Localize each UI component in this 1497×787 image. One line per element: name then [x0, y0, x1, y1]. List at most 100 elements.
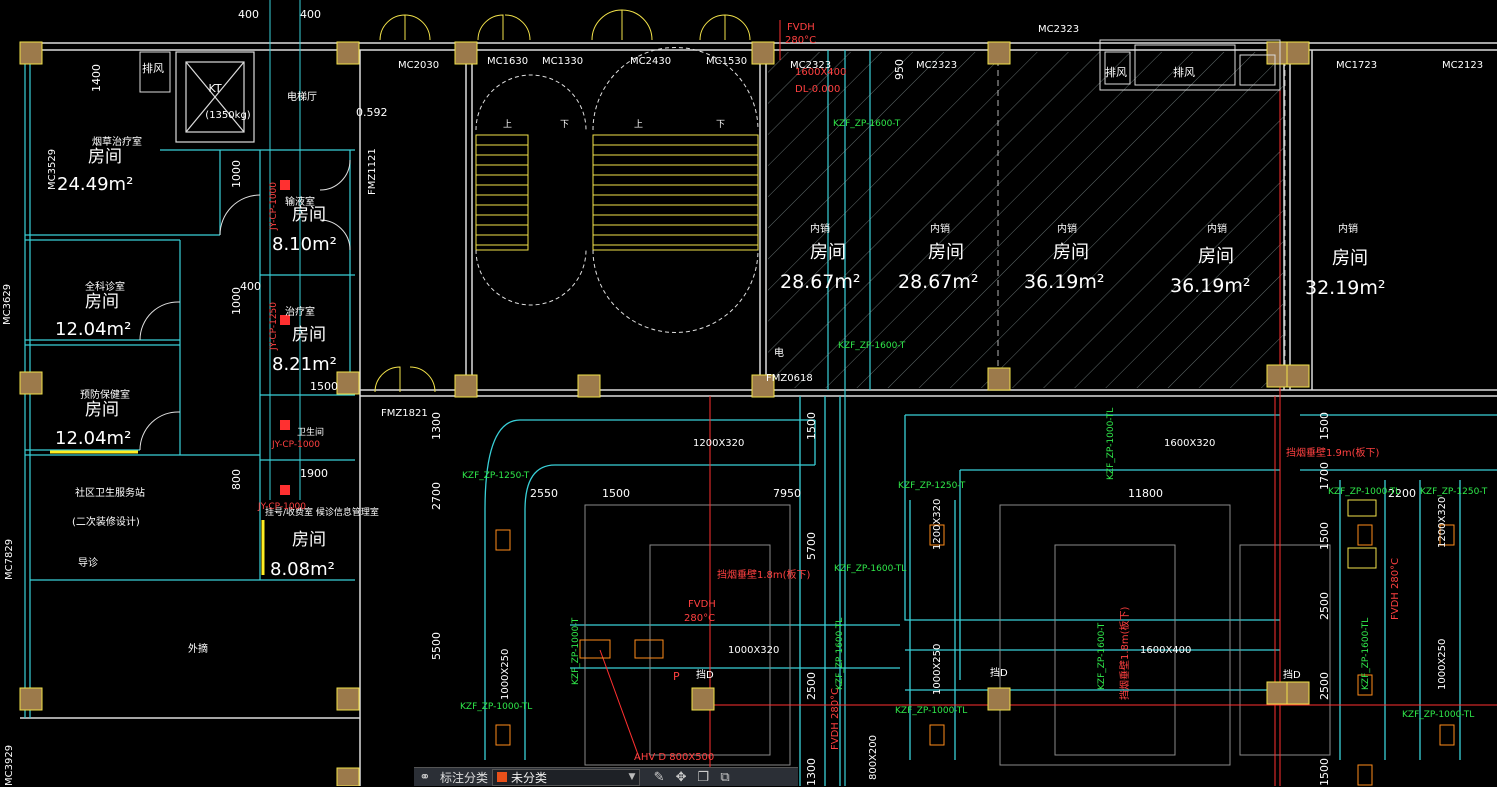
svg-text:MC1330: MC1330	[542, 56, 583, 67]
svg-text:KZF_ZP-1250-T: KZF_ZP-1250-T	[1420, 487, 1488, 497]
svg-text:(1350kg): (1350kg)	[205, 110, 250, 121]
svg-text:房间: 房间	[85, 292, 119, 312]
svg-text:1200X320: 1200X320	[693, 438, 744, 449]
svg-text:KZF_ZP-1000-T: KZF_ZP-1000-T	[571, 617, 581, 685]
shaft-lines	[269, 0, 301, 500]
structural-columns	[19, 41, 1310, 786]
svg-text:KZF_ZP-1000-TL: KZF_ZP-1000-TL	[1402, 710, 1474, 720]
svg-text:房间: 房间	[1053, 242, 1089, 263]
svg-text:社区卫生服务站: 社区卫生服务站	[75, 486, 145, 499]
stair-treads	[475, 134, 759, 251]
svg-text:MC2323: MC2323	[790, 60, 831, 71]
svg-text:房间: 房间	[88, 147, 122, 167]
dim-label: 2500	[805, 672, 818, 700]
svg-text:1600X400: 1600X400	[1140, 645, 1191, 656]
dim-label: 2200	[1388, 487, 1416, 500]
dim-label: 1400	[90, 64, 103, 92]
dim-label: 2500	[1318, 672, 1331, 700]
layers-icon[interactable]: ⚭	[419, 769, 431, 785]
dim-label: 1500	[1318, 412, 1331, 440]
copy-icon[interactable]: ❐	[697, 769, 709, 785]
svg-text:挡烟垂壁1.9m(板下): 挡烟垂壁1.9m(板下)	[1286, 446, 1380, 459]
svg-text:MC2430: MC2430	[630, 56, 671, 67]
svg-text:内销: 内销	[1338, 222, 1358, 235]
svg-text:KZF_ZP-1600-TL: KZF_ZP-1600-TL	[834, 564, 906, 574]
svg-text:FMZ1821: FMZ1821	[381, 408, 428, 419]
svg-text:8.21m²: 8.21m²	[272, 354, 337, 375]
dim-label: 400	[238, 8, 259, 21]
hatched-region	[768, 52, 1284, 388]
dim-label: 400	[300, 8, 321, 21]
svg-text:导诊: 导诊	[78, 556, 98, 569]
svg-text:KZF_ZP-1600-T: KZF_ZP-1600-T	[1097, 622, 1107, 690]
svg-text:1000X320: 1000X320	[728, 645, 779, 656]
elevation-label: 0.592	[356, 106, 388, 119]
vertical-dimensions: 1400 1000 1000 800 950 1300 2700 5500 15…	[90, 59, 1331, 786]
move-icon[interactable]: ✥	[675, 769, 687, 785]
edit-icon[interactable]: ✎	[653, 769, 665, 785]
svg-text:外摘: 外摘	[188, 642, 208, 655]
svg-text:KZF_ZP-1000-TL: KZF_ZP-1000-TL	[460, 702, 532, 712]
svg-text:MC2030: MC2030	[398, 60, 439, 71]
svg-text:12.04m²: 12.04m²	[55, 319, 131, 340]
svg-text:32.19m²: 32.19m²	[1305, 277, 1386, 299]
svg-text:MC3929: MC3929	[4, 745, 15, 786]
fan-boxes	[139, 39, 1281, 93]
svg-text:挡D: 挡D	[990, 666, 1008, 679]
svg-text:KT: KT	[208, 82, 221, 95]
duct-outlets	[495, 524, 1455, 786]
svg-text:KZF_ZP-1000-TL: KZF_ZP-1000-TL	[1106, 408, 1116, 480]
svg-text:1000X250: 1000X250	[932, 644, 943, 695]
dim-label: 800	[230, 469, 243, 490]
svg-text:房间: 房间	[85, 400, 119, 420]
svg-text:1200X320: 1200X320	[932, 499, 943, 550]
svg-text:排风: 排风	[1173, 65, 1195, 79]
svg-text:挡烟垂壁1.8m(板下): 挡烟垂壁1.8m(板下)	[1118, 606, 1131, 700]
dim-label: 1000	[230, 287, 243, 315]
svg-text:输液室: 输液室	[285, 195, 315, 208]
svg-text:DL-0.000: DL-0.000	[795, 84, 840, 95]
shaft-markers	[280, 180, 290, 495]
svg-text:P: P	[673, 670, 680, 683]
svg-text:内销: 内销	[1057, 222, 1077, 235]
stack-icon[interactable]: ⧉	[720, 769, 730, 785]
svg-text:房间: 房间	[1332, 248, 1368, 269]
svg-text:8.10m²: 8.10m²	[272, 234, 337, 255]
red-lines	[599, 20, 1497, 786]
toolbar-label: 标注分类	[440, 770, 489, 785]
shaft-tags: JY-CP-1000 JY-CP-1250 JY-CP-1000 JY-CP-1…	[257, 182, 320, 512]
svg-text:1600X320: 1600X320	[1164, 438, 1215, 449]
dim-label: 2500	[1318, 592, 1331, 620]
svg-text:AHV D 800X500: AHV D 800X500	[634, 752, 714, 763]
svg-text:MC2123: MC2123	[1442, 60, 1483, 71]
category-selected-value: 未分类	[511, 770, 548, 785]
equipment-labels: KT (1350kg) 电梯厅 排风 排风 排风 电 卫生间 挡D 挡D 挡D …	[142, 61, 1301, 683]
category-select[interactable]: 未分类 ▼	[492, 768, 641, 786]
dim-label: 1000	[230, 160, 243, 188]
dim-label: 1900	[300, 467, 328, 480]
svg-text:KZF_ZP-1600-T: KZF_ZP-1600-T	[838, 341, 906, 351]
svg-text:房间: 房间	[292, 325, 326, 345]
svg-text:内销: 内销	[1207, 222, 1227, 235]
highlight-segments	[50, 450, 265, 575]
dim-label: 1300	[430, 412, 443, 440]
dim-label: 7950	[773, 487, 801, 500]
room-door-swings	[139, 159, 351, 451]
svg-text:下: 下	[560, 120, 569, 130]
svg-text:MC1530: MC1530	[706, 56, 747, 67]
svg-text:电梯厅: 电梯厅	[287, 90, 317, 103]
svg-text:KZF_ZP-1000-TL: KZF_ZP-1000-TL	[895, 706, 967, 716]
svg-text:24.49m²: 24.49m²	[57, 174, 133, 195]
dim-label: 1500	[1318, 522, 1331, 550]
svg-text:JY-CP-1000: JY-CP-1000	[257, 502, 306, 512]
duct-size-labels: 1200X320 1600X320 1000X320 1600X400 1000…	[500, 67, 1448, 780]
svg-text:内销: 内销	[810, 222, 830, 235]
dashed-grid	[997, 50, 1286, 390]
svg-text:JY-CP-1250: JY-CP-1250	[269, 302, 279, 351]
dim-label: 2550	[530, 487, 558, 500]
svg-text:JY-CP-1000: JY-CP-1000	[271, 440, 320, 450]
svg-text:FVDH: FVDH	[787, 22, 815, 33]
svg-text:280°C: 280°C	[684, 613, 715, 624]
svg-text:挡D: 挡D	[696, 668, 714, 681]
